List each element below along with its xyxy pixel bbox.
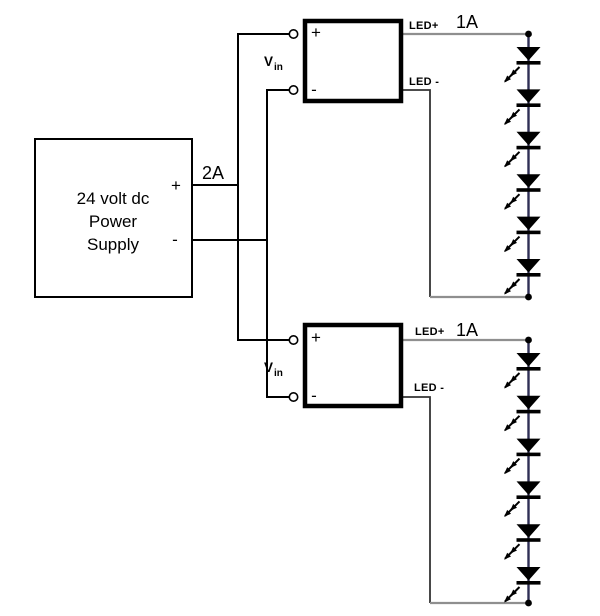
driver2-vin-plus-terminal	[288, 334, 299, 345]
driver2-vin-minus-terminal	[288, 391, 299, 402]
driver2-led-plus-label: LED+	[415, 326, 445, 338]
light-emission-arrowhead	[504, 595, 511, 603]
led-anode-triangle	[516, 567, 541, 581]
led-symbol	[504, 259, 541, 295]
power-supply-label-line1: 24 volt dc	[77, 189, 150, 208]
light-emission-arrowhead	[504, 160, 511, 168]
driver1-vin-subscript: in	[274, 62, 283, 73]
light-emission-arrowhead	[504, 509, 511, 517]
led-driver-2: V in + - LED+ LED - 1A	[264, 320, 541, 607]
driver1-vin-label: V	[264, 54, 273, 69]
led-symbol	[504, 524, 541, 560]
led-cathode-bar	[516, 581, 541, 585]
driver1-minus-label: -	[311, 80, 317, 99]
light-emission-arrowhead	[504, 381, 511, 389]
wire-driver1-led-minus	[403, 89, 431, 297]
driver1-plus-label: +	[311, 23, 321, 42]
driver2-vin-label: V	[264, 360, 273, 375]
power-supply-box	[34, 138, 193, 298]
junction-dot	[525, 293, 532, 301]
driver1-vin-minus-terminal	[288, 85, 299, 96]
dc-bus-wires	[193, 33, 289, 398]
led-string-1	[504, 47, 541, 295]
light-emission-arrowhead	[504, 202, 511, 210]
led-symbol	[504, 353, 541, 389]
psu-output-current-label: 2A	[202, 163, 224, 183]
driver1-output-current-label: 1A	[456, 12, 478, 32]
led-anode-triangle	[516, 481, 541, 495]
power-supply-minus-terminal-label: -	[172, 230, 178, 249]
led-cathode-bar	[516, 495, 541, 499]
light-emission-arrowhead	[504, 75, 511, 83]
driver1-vin-plus-terminal	[288, 28, 299, 39]
led-cathode-bar	[516, 145, 541, 150]
light-emission-arrowhead	[504, 424, 511, 432]
led-anode-triangle	[516, 395, 541, 410]
led-anode-triangle	[516, 524, 541, 538]
led-anode-triangle	[516, 438, 541, 453]
junction-dot	[525, 599, 532, 607]
power-supply-label-line2: Power	[89, 212, 138, 231]
led-symbol	[504, 481, 541, 517]
led-anode-triangle	[516, 89, 541, 103]
light-emission-arrowhead	[504, 467, 511, 475]
led-symbol	[504, 131, 541, 168]
led-anode-triangle	[516, 353, 541, 367]
led-string-2	[504, 353, 541, 603]
led-symbol	[504, 47, 541, 83]
light-emission-arrowhead	[504, 552, 511, 560]
led-cathode-bar	[516, 367, 541, 371]
led-cathode-bar	[516, 273, 541, 277]
driver2-box	[302, 322, 404, 409]
led-anode-triangle	[516, 47, 541, 61]
driver1-led-plus-label: LED+	[409, 20, 439, 32]
light-emission-arrowhead	[504, 245, 511, 253]
led-symbol	[504, 216, 541, 253]
led-cathode-bar	[516, 230, 541, 235]
led-cathode-bar	[516, 452, 541, 457]
driver2-plus-label: +	[311, 328, 321, 347]
led-anode-triangle	[516, 259, 541, 273]
led-symbol	[504, 395, 541, 432]
led-driver-1: V in + - LED+ LED - 1A	[264, 12, 541, 301]
led-cathode-bar	[516, 538, 541, 542]
driver1-box	[302, 18, 404, 104]
led-anode-triangle	[516, 216, 541, 231]
led-symbol	[504, 567, 541, 603]
led-cathode-bar	[516, 61, 541, 65]
junction-dot	[525, 336, 532, 344]
wire-driver2-led-minus	[403, 396, 431, 603]
light-emission-arrowhead	[504, 287, 511, 295]
driver2-output-current-label: 1A	[456, 320, 478, 340]
led-symbol	[504, 89, 541, 125]
driver1-led-minus-label: LED -	[409, 76, 439, 88]
driver2-led-minus-label: LED -	[414, 382, 444, 394]
power-supply-plus-terminal-label: +	[171, 176, 181, 195]
driver2-vin-subscript: in	[274, 368, 283, 379]
led-cathode-bar	[516, 103, 541, 107]
led-cathode-bar	[516, 188, 541, 192]
led-symbol	[504, 174, 541, 210]
led-symbol	[504, 438, 541, 475]
light-emission-arrowhead	[504, 117, 511, 125]
led-anode-triangle	[516, 131, 541, 146]
power-supply: 24 volt dc Power Supply + - 2A	[34, 138, 224, 298]
led-cathode-bar	[516, 409, 541, 414]
driver2-minus-label: -	[311, 386, 317, 405]
junction-dot	[525, 30, 532, 38]
led-anode-triangle	[516, 174, 541, 188]
power-supply-label-line3: Supply	[87, 235, 139, 254]
